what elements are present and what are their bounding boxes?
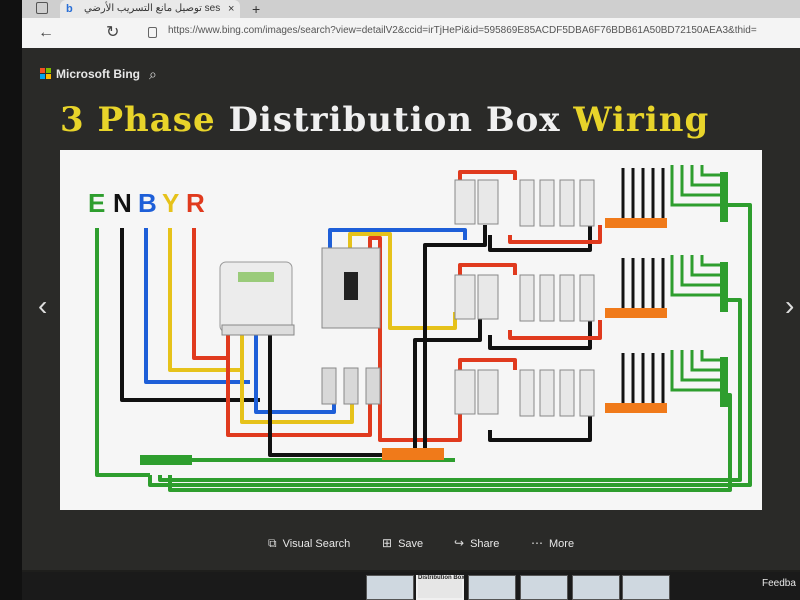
earth-bar-2 bbox=[720, 262, 728, 312]
thumbnail[interactable] bbox=[366, 575, 414, 600]
thumbnail[interactable] bbox=[572, 575, 620, 600]
out-neutral-1 bbox=[488, 220, 592, 252]
next-image-button[interactable]: › bbox=[785, 290, 795, 321]
image-title: 3 Phase Distribution Box Wiring bbox=[60, 100, 780, 150]
bing-header bbox=[22, 48, 800, 98]
bottom-red-2 bbox=[508, 320, 602, 340]
search-icon[interactable]: ⌕ bbox=[149, 66, 157, 82]
top-red-2 bbox=[458, 263, 517, 275]
neutral-group-1 bbox=[423, 225, 487, 455]
thumbnail[interactable] bbox=[622, 575, 670, 600]
blue-wire bbox=[144, 228, 250, 384]
save-icon: ⊞ bbox=[382, 536, 393, 550]
tab-actions-icon[interactable] bbox=[36, 2, 48, 14]
save-button[interactable]: ⊞ Save bbox=[382, 536, 423, 550]
thumbnail-label: Distribution Box bbox=[418, 575, 465, 581]
title-part-2: Distribution bbox=[228, 100, 474, 140]
meter-terminals bbox=[221, 324, 295, 336]
main-breaker-handle bbox=[344, 272, 358, 300]
lock-icon[interactable] bbox=[148, 27, 157, 38]
neutral-bar-2 bbox=[605, 308, 667, 318]
more-label: More bbox=[549, 538, 575, 550]
earth-bar-3 bbox=[720, 357, 728, 407]
neutral-group-2 bbox=[413, 310, 482, 455]
more-button[interactable]: ⋯ More bbox=[531, 536, 574, 550]
earth-return-2 bbox=[158, 298, 742, 482]
thumbnail[interactable] bbox=[468, 575, 516, 600]
meter-display bbox=[238, 272, 274, 282]
neutral-bar-1 bbox=[605, 218, 667, 228]
earth-link-bar bbox=[140, 455, 192, 465]
neutral-busbar-1 bbox=[621, 168, 665, 218]
neutral-link bbox=[382, 448, 444, 460]
microsoft-logo-icon[interactable] bbox=[40, 68, 52, 80]
fuse-1 bbox=[321, 367, 337, 405]
monitor-bezel bbox=[0, 0, 22, 600]
earth-busbar-3 bbox=[670, 350, 720, 392]
prev-image-button[interactable]: ‹ bbox=[38, 290, 48, 321]
red-wire bbox=[192, 228, 230, 360]
more-icon: ⋯ bbox=[531, 536, 543, 550]
breaker-group-2 bbox=[454, 274, 595, 322]
earth-wire bbox=[95, 228, 150, 477]
save-label: Save bbox=[398, 538, 424, 550]
back-button[interactable]: ← bbox=[38, 24, 54, 41]
letter-y: Y bbox=[162, 188, 179, 218]
out-neutral-2 bbox=[488, 315, 592, 350]
share-icon: ↪ bbox=[454, 536, 465, 550]
letter-e: E bbox=[88, 188, 105, 218]
fuse-2 bbox=[343, 367, 359, 405]
blue-meter-out bbox=[254, 332, 336, 414]
earth-busbar-2 bbox=[670, 255, 720, 297]
earth-return bbox=[148, 203, 752, 487]
title-part-4: Wiring bbox=[573, 100, 710, 140]
visual-search-button[interactable]: ⧉ Visual Search bbox=[268, 536, 350, 551]
top-red-3 bbox=[458, 358, 517, 370]
neutral-wire bbox=[120, 228, 260, 402]
bing-brand[interactable]: Microsoft Bing bbox=[56, 67, 140, 81]
breaker-group-1 bbox=[454, 179, 595, 227]
tab-close-icon[interactable]: × bbox=[228, 3, 235, 15]
red-meter-out bbox=[226, 332, 372, 437]
letter-n: N bbox=[113, 188, 132, 218]
visual-search-icon: ⧉ bbox=[268, 536, 277, 550]
new-tab-button[interactable]: + bbox=[252, 1, 261, 17]
tab-title: توصيل مانع التسريب الأرضي ses bbox=[84, 3, 221, 14]
share-label: Share bbox=[470, 538, 500, 550]
earth-bar-1 bbox=[720, 172, 728, 222]
address-bar: ← ↻ https://www.bing.com/images/search?v… bbox=[0, 18, 800, 49]
blue-bus bbox=[328, 228, 467, 250]
thumbnail-active[interactable] bbox=[416, 575, 464, 600]
out-neutral-3 bbox=[488, 410, 592, 442]
action-bar bbox=[22, 530, 800, 570]
top-red-1 bbox=[458, 170, 517, 180]
yellow-wire bbox=[168, 228, 240, 372]
neutral-busbar-2 bbox=[621, 258, 665, 310]
neutral-bar-3 bbox=[605, 403, 667, 413]
letter-b: B bbox=[138, 188, 157, 218]
earth-busbar-1 bbox=[670, 165, 720, 207]
thumbnail[interactable] bbox=[520, 575, 568, 600]
title-part-3: Box bbox=[485, 100, 561, 140]
title-part-1: 3 Phase bbox=[60, 100, 216, 140]
refresh-button[interactable]: ↻ bbox=[106, 24, 120, 41]
share-button[interactable]: ↪ Share bbox=[454, 536, 499, 550]
url-field[interactable]: https://www.bing.com/images/search?view=… bbox=[168, 25, 757, 36]
breaker-group-3 bbox=[454, 369, 595, 417]
red-bus bbox=[368, 236, 462, 442]
neutral-meter-out bbox=[268, 332, 400, 457]
browser-tab[interactable]: توصيل مانع التسريب الأرضي ses bbox=[60, 0, 240, 18]
bing-favicon-icon: b bbox=[66, 3, 73, 15]
letter-r: R bbox=[186, 188, 205, 218]
tab-bar: توصيل مانع التسريب الأرضي ses b × + bbox=[0, 0, 800, 18]
bottom-red-1 bbox=[508, 225, 602, 244]
visual-search-label: Visual Search bbox=[282, 538, 351, 550]
fuse-3 bbox=[365, 367, 381, 405]
neutral-busbar-3 bbox=[621, 353, 665, 405]
yellow-bus bbox=[348, 232, 457, 330]
wiring-diagram[interactable]: E N B Y R bbox=[60, 150, 762, 510]
feedback-link[interactable]: Feedba bbox=[762, 578, 796, 589]
yellow-meter-out bbox=[240, 332, 354, 424]
